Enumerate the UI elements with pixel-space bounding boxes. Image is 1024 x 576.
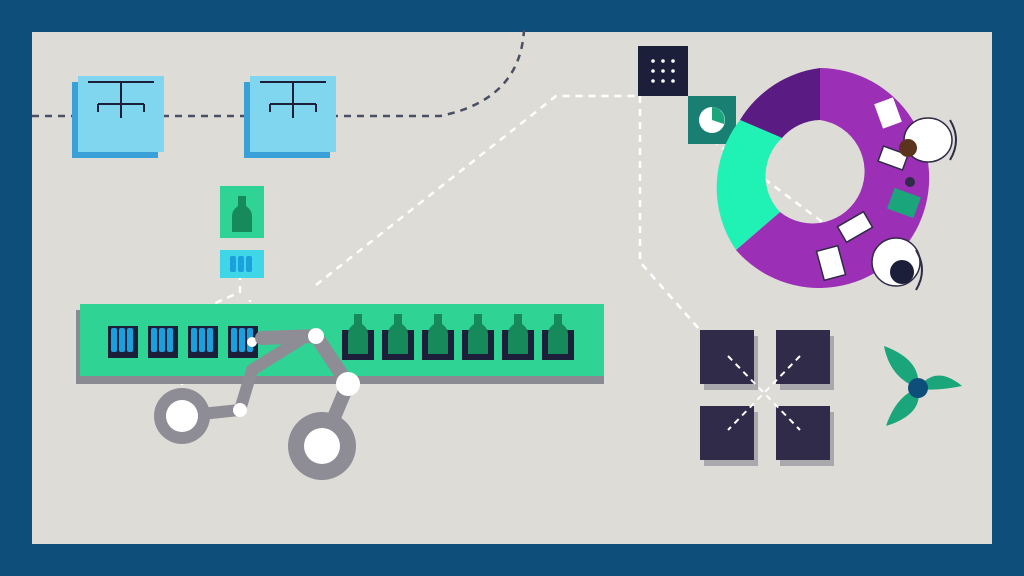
- robot-arm-left: [154, 334, 306, 444]
- bottle-icon: [232, 196, 252, 232]
- trefoil-logo-icon: [884, 346, 962, 426]
- battery-pack-icon: [108, 326, 138, 358]
- tank-left: [72, 76, 164, 158]
- desk-items: [815, 177, 921, 282]
- battery-pack-icon: [148, 326, 178, 358]
- person-bottom: [871, 237, 923, 291]
- battery-pack-icon: [230, 256, 252, 272]
- pie-chart-icon: [699, 107, 725, 133]
- battery-pack-icon: [188, 326, 218, 358]
- server-tile: [700, 330, 758, 390]
- conveyor-items: [108, 314, 574, 360]
- bottle-icon: [342, 314, 374, 360]
- server-tile: [776, 330, 834, 390]
- bottle-icon: [542, 314, 574, 360]
- person-top: [874, 97, 957, 171]
- robot-arm-right: [255, 328, 360, 480]
- bottle-icon: [502, 314, 534, 360]
- server-tile: [700, 406, 758, 466]
- dot-grid-icon: [651, 59, 675, 83]
- bottle-icon: [382, 314, 414, 360]
- bottle-icon: [462, 314, 494, 360]
- bottle-icon: [422, 314, 454, 360]
- tank-right: [244, 76, 336, 158]
- ring-desk: [716, 68, 930, 288]
